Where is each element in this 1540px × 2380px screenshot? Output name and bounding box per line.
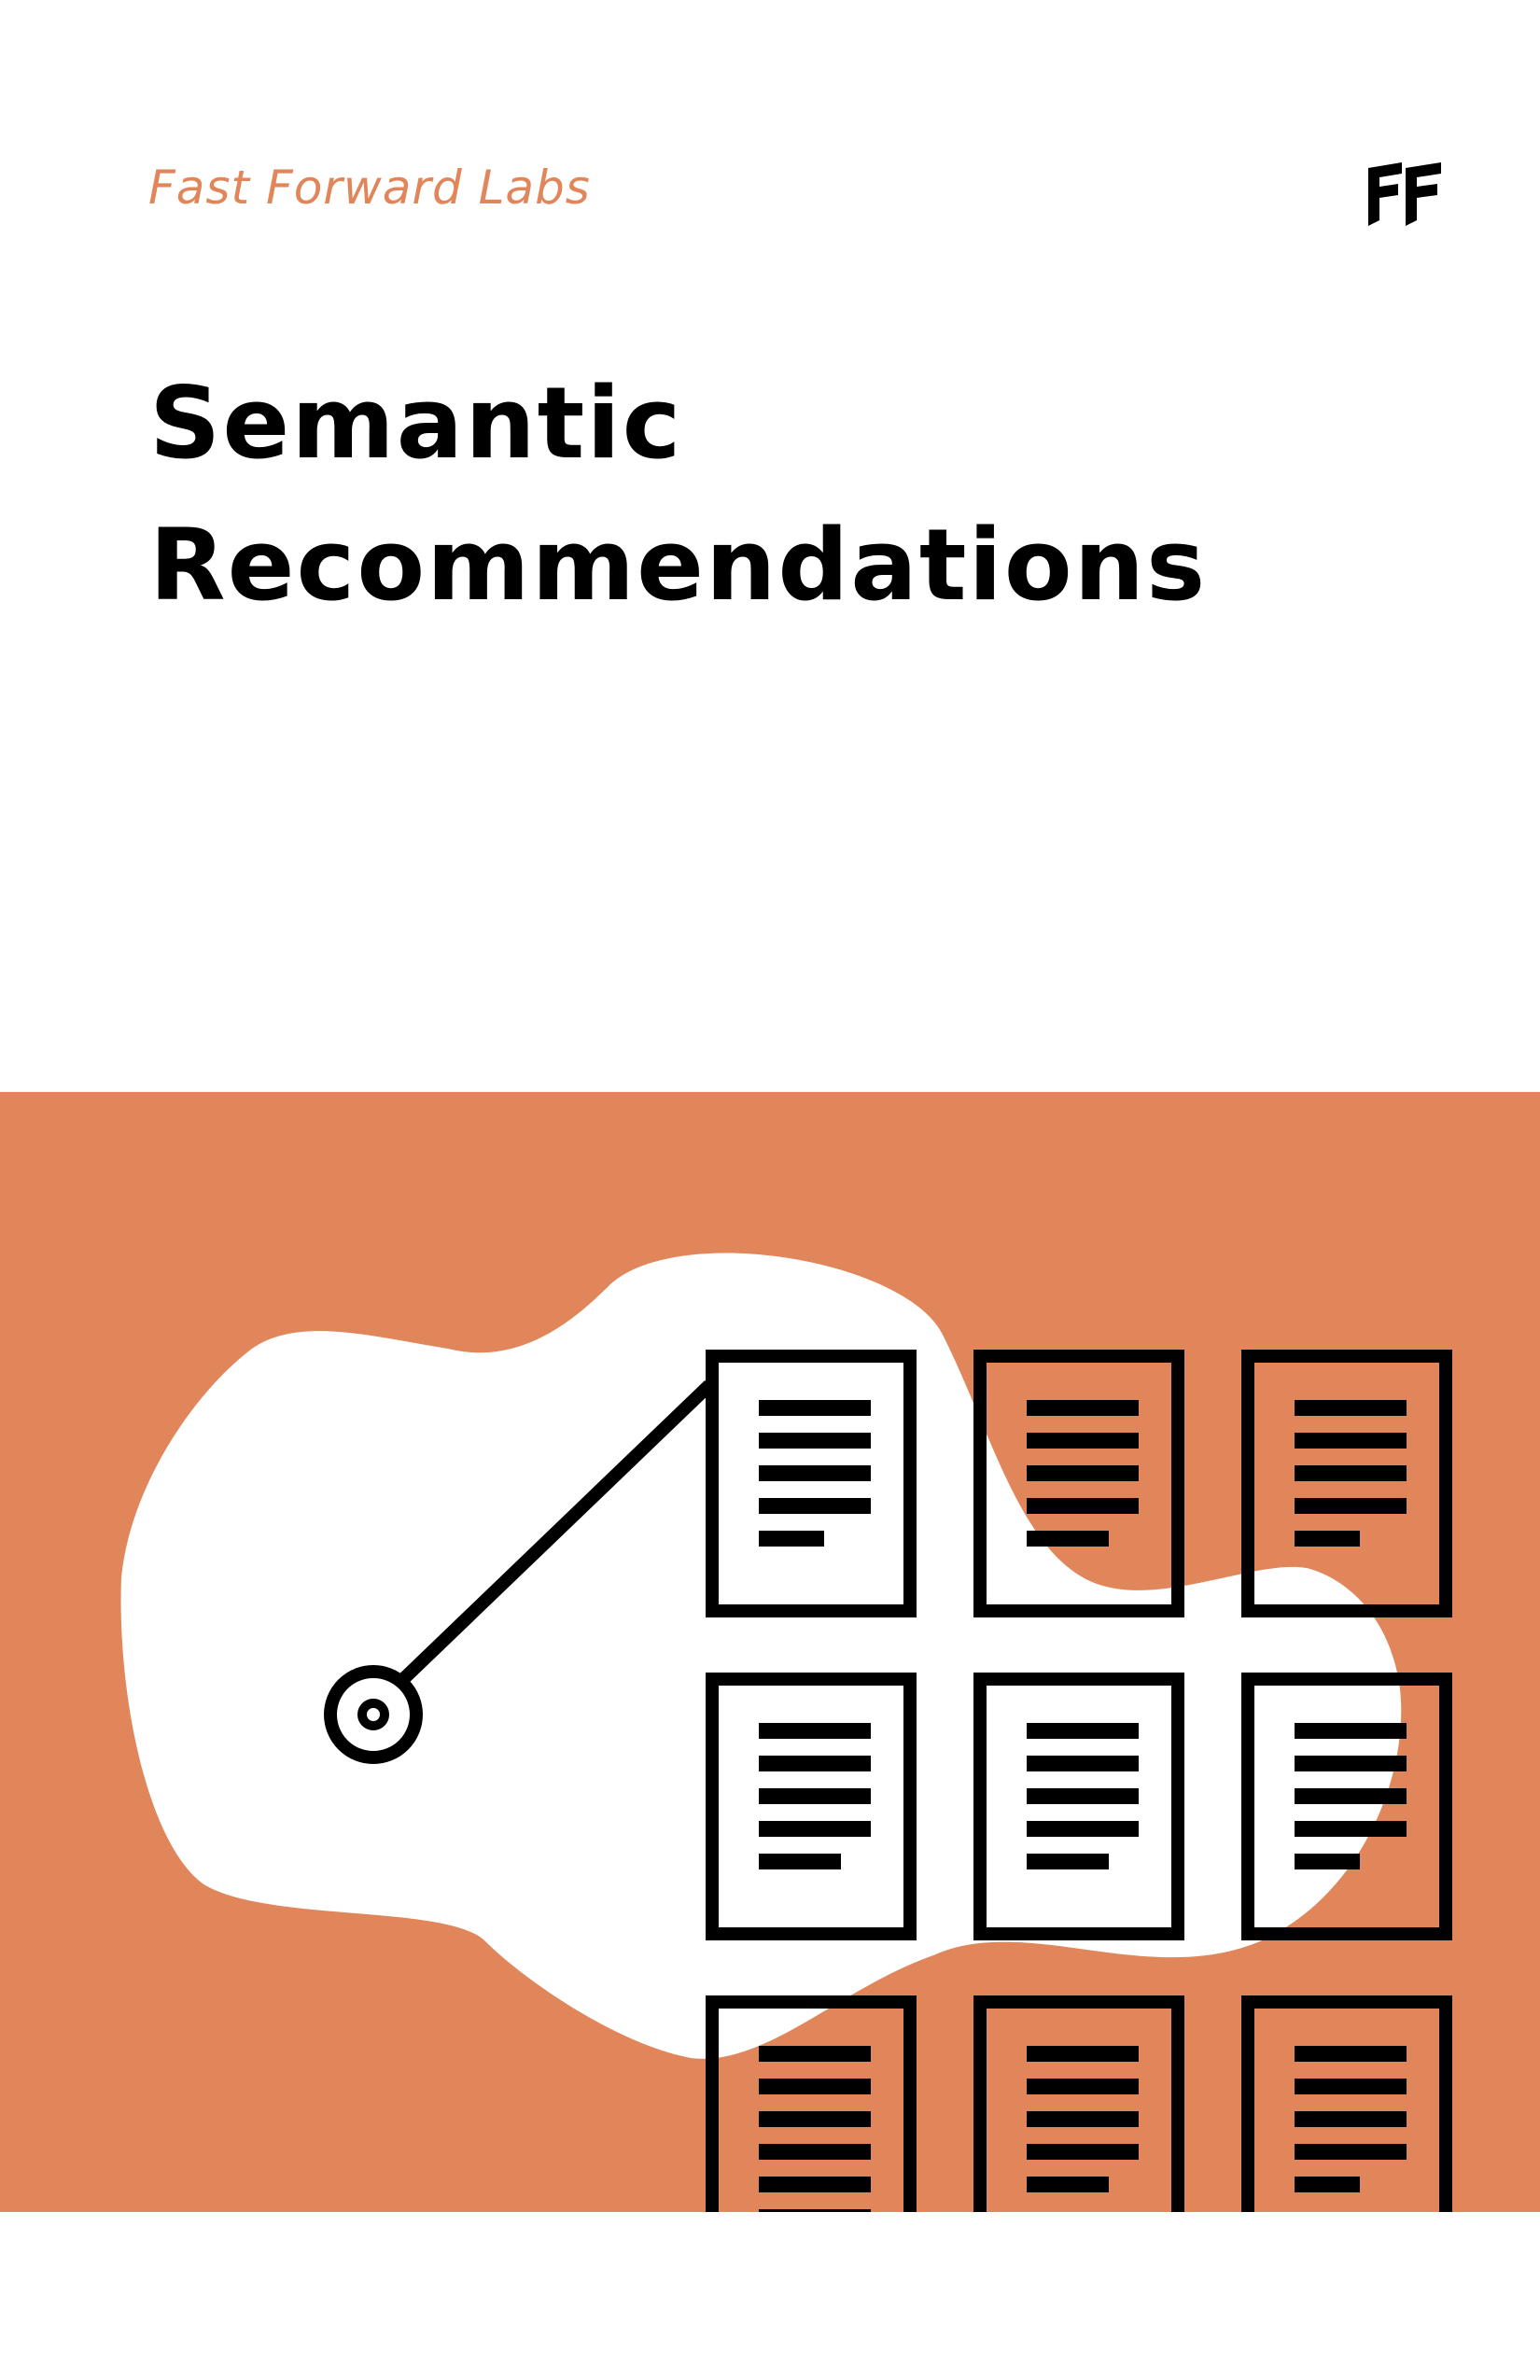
document-text-line — [1027, 2079, 1139, 2094]
document-text-line — [1027, 1400, 1139, 1416]
document-text-line — [1027, 1531, 1109, 1547]
document-text-line — [1295, 2144, 1407, 2160]
document-text-line — [1295, 1531, 1360, 1547]
document-icon — [1241, 1995, 1452, 2212]
document-text-line — [759, 1400, 871, 1416]
document-text-line — [1027, 2046, 1139, 2062]
document-icon — [706, 1350, 917, 1617]
document-text-line — [1027, 2111, 1139, 2127]
document-text-line — [1027, 2177, 1109, 2192]
document-text-line — [759, 2144, 871, 2160]
document-text-line — [1295, 1433, 1407, 1449]
document-icon — [706, 1673, 917, 1940]
target-node-center — [357, 1699, 389, 1730]
document-text-line — [759, 2111, 871, 2127]
document-text-line — [759, 1465, 871, 1481]
document-text-line — [1027, 1433, 1139, 1449]
document-text-line — [1295, 1788, 1407, 1804]
connector-line — [369, 1379, 714, 1714]
cover-illustration — [0, 1092, 1540, 2212]
document-text-line — [759, 1756, 871, 1771]
document-text-line — [1295, 2111, 1407, 2127]
document-text-line — [1027, 1788, 1139, 1804]
document-text-line — [759, 2209, 871, 2212]
document-text-line — [759, 1531, 824, 1547]
document-text-line — [759, 2079, 871, 2094]
document-text-line — [1027, 1723, 1139, 1739]
document-text-line — [759, 1854, 841, 1869]
target-node-icon — [324, 1665, 423, 1764]
document-text-line — [759, 2177, 871, 2192]
document-text-line — [1027, 1756, 1139, 1771]
document-text-line — [1295, 1854, 1360, 1869]
document-text-line — [759, 1498, 871, 1514]
document-text-line — [1027, 1465, 1139, 1481]
document-icon — [1241, 1350, 1452, 1617]
document-text-line — [1295, 1400, 1407, 1416]
document-icon — [706, 1995, 917, 2212]
ff-logo-icon — [1368, 162, 1441, 226]
title-line-2: Recommendations — [149, 508, 1208, 623]
document-text-line — [1027, 2144, 1139, 2160]
document-text-line — [759, 1788, 871, 1804]
document-text-line — [1295, 1465, 1407, 1481]
document-text-line — [1295, 1756, 1407, 1771]
document-text-line — [1295, 2079, 1407, 2094]
document-text-line — [1295, 2046, 1407, 2062]
document-text-line — [1295, 1723, 1407, 1739]
document-icon — [973, 1350, 1184, 1617]
document-text-line — [759, 2046, 871, 2062]
document-icon — [973, 1673, 1184, 1940]
document-text-line — [759, 1723, 871, 1739]
document-text-line — [1027, 1854, 1109, 1869]
document-text-line — [1027, 1821, 1139, 1837]
document-text-line — [1295, 1498, 1407, 1514]
document-title: Semantic Recommendations — [149, 353, 1207, 637]
document-text-line — [1295, 2177, 1360, 2192]
document-icon — [973, 1995, 1184, 2212]
document-text-line — [1027, 1498, 1139, 1514]
document-text-line — [759, 1433, 871, 1449]
document-icon — [1241, 1673, 1452, 1940]
title-line-1: Semantic — [149, 366, 683, 481]
document-text-line — [1295, 1821, 1407, 1837]
document-grid — [706, 1350, 1452, 2212]
publisher-name: Fast Forward Labs — [148, 161, 591, 215]
document-text-line — [759, 1821, 871, 1837]
